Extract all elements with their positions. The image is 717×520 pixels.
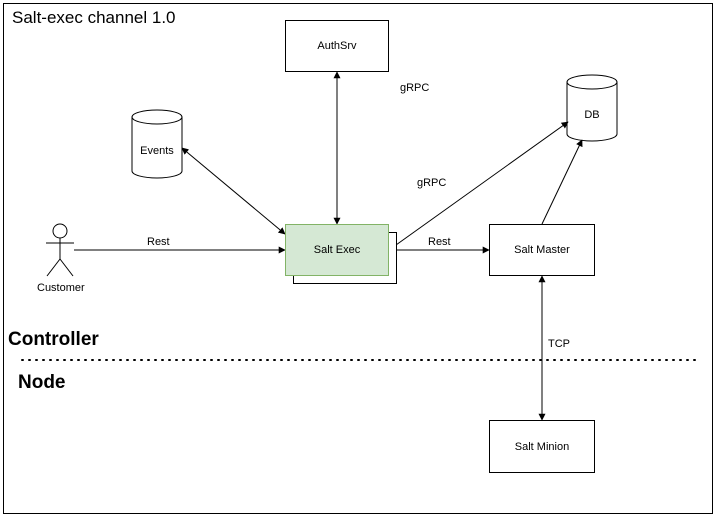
edge-saltmaster-db: [541, 139, 583, 225]
events-label: Events: [140, 145, 174, 157]
edge-label-grpc-auth: gRPC: [400, 82, 430, 94]
diagram-title: Salt-exec channel 1.0: [12, 8, 176, 27]
edge-saltexec-db: [388, 121, 569, 251]
events-cylinder[interactable]: [131, 109, 183, 179]
outer-frame: [3, 3, 713, 514]
salt-master-box[interactable]: Salt Master: [489, 224, 595, 276]
salt-exec-label: Salt Exec: [313, 244, 361, 256]
node-section-label: Node: [18, 372, 66, 393]
edge-label-rest-customer: Rest: [147, 236, 170, 248]
controller-section-label: Controller: [8, 329, 99, 350]
edge-label-rest-master: Rest: [428, 236, 451, 248]
authsrv-label: AuthSrv: [317, 40, 357, 52]
authsrv-box[interactable]: AuthSrv: [285, 20, 389, 72]
edge-label-tcp: TCP: [548, 338, 570, 350]
salt-master-label: Salt Master: [514, 244, 570, 256]
edge-events-saltexec: [181, 147, 286, 235]
edge-label-grpc-db: gRPC: [417, 177, 447, 189]
salt-minion-label: Salt Minion: [514, 440, 570, 453]
db-cylinder[interactable]: [566, 74, 618, 142]
salt-exec-box[interactable]: Salt Exec: [285, 224, 389, 276]
db-label: DB: [584, 109, 600, 121]
salt-minion-box[interactable]: Salt Minion: [489, 420, 595, 473]
customer-label: Customer: [37, 282, 85, 294]
customer-actor[interactable]: [46, 223, 74, 277]
